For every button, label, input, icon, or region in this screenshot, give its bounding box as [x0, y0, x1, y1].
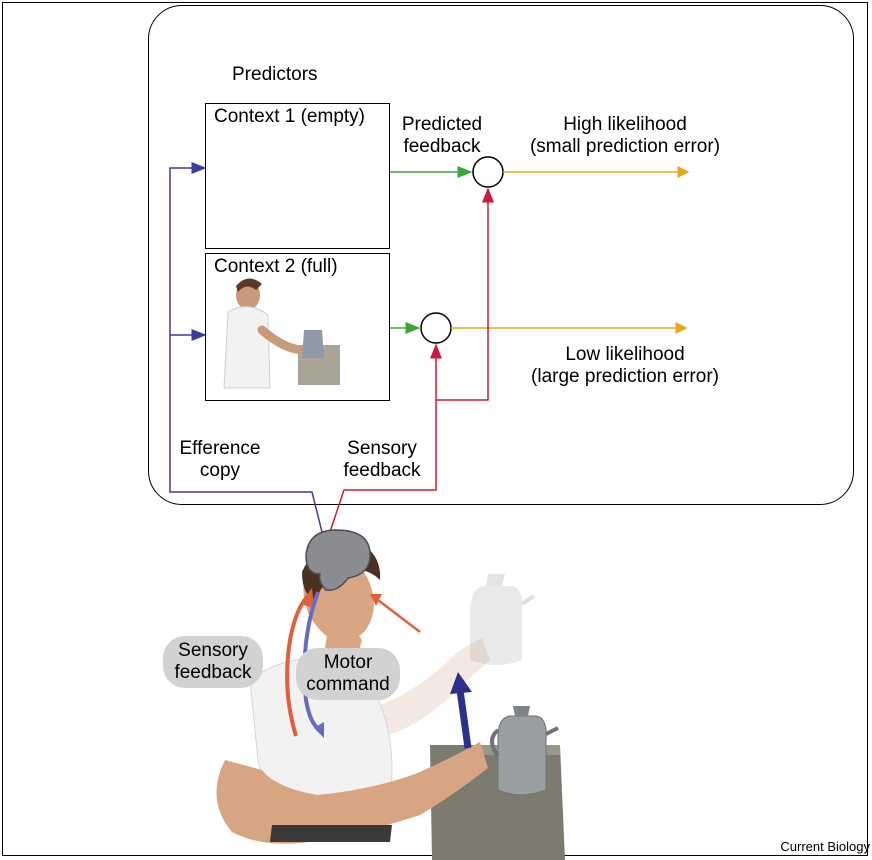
sensory-feedback-body-arrow	[285, 594, 310, 737]
thought-bubble	[148, 5, 854, 505]
context1-box: Context 1 (empty)	[205, 103, 390, 249]
sensory-feedback-line-2	[329, 343, 442, 533]
motor-command-pill: Motor command	[296, 648, 400, 700]
visual-feedback-arrow	[377, 599, 421, 633]
movement-arrow	[456, 689, 472, 749]
low-likelihood-label: Low likelihood (large prediction error)	[531, 344, 719, 387]
context1-label: Context 1 (empty)	[214, 106, 365, 127]
efference-copy-label: Efference copy	[179, 438, 261, 481]
sensory-feedback-top-label: Sensory feedback	[343, 438, 421, 481]
predicted-feedback-label: Predicted feedback	[401, 114, 483, 157]
kettle-illustration	[490, 706, 559, 796]
sensory-feedback-pill: Sensory feedback	[163, 636, 263, 688]
comparator-1	[472, 156, 504, 188]
comparator-2	[420, 312, 452, 344]
ghost-kettle-illustration	[470, 574, 536, 665]
efference-copy-line-1	[169, 162, 323, 533]
predictors-label: Predictors	[232, 64, 318, 85]
sensory-feedback-line-1	[436, 187, 494, 401]
context2-label: Context 2 (full)	[214, 256, 338, 277]
high-likelihood-label: High likelihood (small prediction error)	[529, 114, 721, 157]
credit-text: Current Biology	[780, 839, 870, 854]
context2-illustration	[223, 278, 340, 389]
context2-box: Context 2 (full)	[205, 253, 390, 401]
brain-icon	[305, 529, 371, 591]
ghost-arm-illustration	[380, 638, 490, 735]
